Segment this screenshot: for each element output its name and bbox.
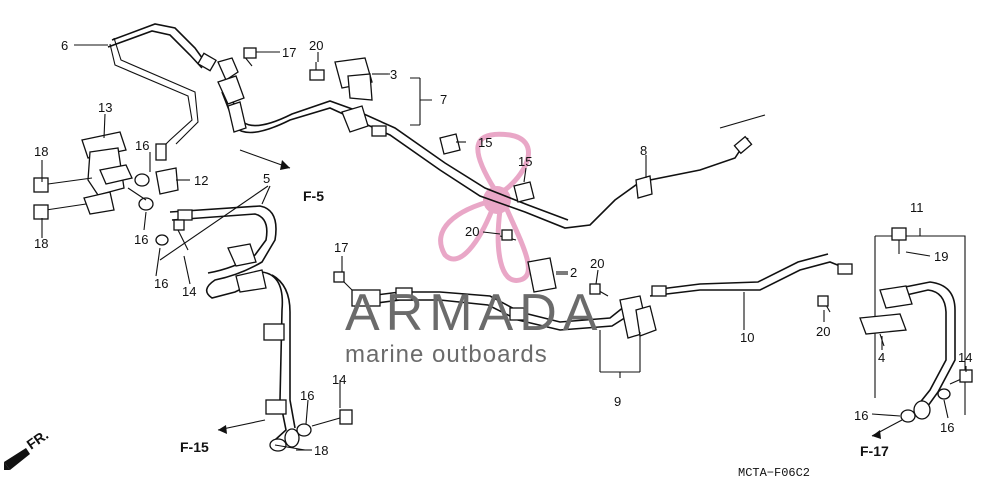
callout-13: 13 bbox=[98, 100, 112, 115]
part-10-brake-hose bbox=[649, 253, 853, 297]
arrow-front bbox=[4, 448, 30, 470]
callout-19: 19 bbox=[934, 249, 948, 264]
part-17-bolt-top bbox=[243, 47, 257, 67]
part-2-clamp bbox=[527, 257, 568, 293]
part-19-bolt bbox=[891, 227, 907, 254]
ref-f15: F-15 bbox=[180, 439, 209, 455]
watermark-brand: ARMADA bbox=[345, 284, 603, 342]
callout-20-center: 20 bbox=[590, 256, 604, 271]
watermark-tagline: marine outboards bbox=[345, 341, 548, 368]
part-4-bracket bbox=[859, 313, 907, 347]
part-20-bolt-middle bbox=[499, 229, 517, 241]
watermark-propeller-logo bbox=[438, 131, 531, 283]
callout-20-middle: 20 bbox=[465, 224, 479, 239]
part-14-bolt-left bbox=[173, 219, 189, 251]
ref-f17: F-17 bbox=[860, 443, 889, 459]
part-15-clips bbox=[439, 133, 535, 203]
callout-9: 9 bbox=[614, 394, 621, 409]
callout-8: 8 bbox=[640, 143, 647, 158]
part-11-brake-hose bbox=[874, 228, 973, 423]
part-20-bolt-right bbox=[817, 295, 831, 313]
part-17-bolt-middle bbox=[333, 271, 353, 291]
callout-17-middle: 17 bbox=[334, 240, 348, 255]
callout-6: 6 bbox=[61, 38, 68, 53]
part-12-valve bbox=[127, 167, 179, 246]
part-20-bolt-top bbox=[309, 62, 325, 81]
part-13-junction-block bbox=[33, 131, 133, 220]
callout-5: 5 bbox=[263, 171, 270, 186]
arrow-f17 bbox=[871, 419, 903, 439]
callout-18-upper: 18 bbox=[34, 144, 48, 159]
callout-7: 7 bbox=[440, 92, 447, 107]
part-8-brake-hose bbox=[217, 75, 766, 229]
arrow-f5 bbox=[239, 149, 291, 170]
leader-lines bbox=[41, 44, 967, 451]
callout-15-right: 15 bbox=[518, 154, 532, 169]
callout-12: 12 bbox=[194, 173, 208, 188]
part-9-brake-hose bbox=[351, 287, 657, 378]
callout-14-right: 14 bbox=[958, 350, 972, 365]
callout-10: 10 bbox=[740, 330, 754, 345]
part-6-brake-pipe bbox=[107, 23, 239, 161]
callout-16-right: 16 bbox=[854, 408, 868, 423]
callout-16-center: 16 bbox=[300, 388, 314, 403]
callout-18-bottom: 18 bbox=[314, 443, 328, 458]
arrow-f15 bbox=[217, 419, 266, 434]
callout-16-far-right: 16 bbox=[940, 420, 954, 435]
diagram-code: MCTA−F06C2 bbox=[738, 466, 810, 480]
callout-3: 3 bbox=[390, 67, 397, 82]
callout-14-left: 14 bbox=[182, 284, 196, 299]
callout-18-lower: 18 bbox=[34, 236, 48, 251]
callout-16-mid: 16 bbox=[134, 232, 148, 247]
ref-f5: F-5 bbox=[303, 188, 324, 204]
part-20-bolt-center bbox=[589, 283, 609, 297]
callout-14-center: 14 bbox=[332, 372, 346, 387]
callout-11: 11 bbox=[910, 200, 924, 215]
callout-17-top: 17 bbox=[282, 45, 296, 60]
callout-15-left: 15 bbox=[478, 135, 492, 150]
callout-4: 4 bbox=[878, 350, 885, 365]
callout-2: 2 bbox=[570, 265, 577, 280]
callout-16-lower: 16 bbox=[154, 276, 168, 291]
part-5-brake-hose bbox=[169, 205, 353, 452]
ref-front: FR. bbox=[24, 426, 52, 452]
callout-20-right: 20 bbox=[816, 324, 830, 339]
callout-16-upper: 16 bbox=[135, 138, 149, 153]
callout-20-top: 20 bbox=[309, 38, 323, 53]
